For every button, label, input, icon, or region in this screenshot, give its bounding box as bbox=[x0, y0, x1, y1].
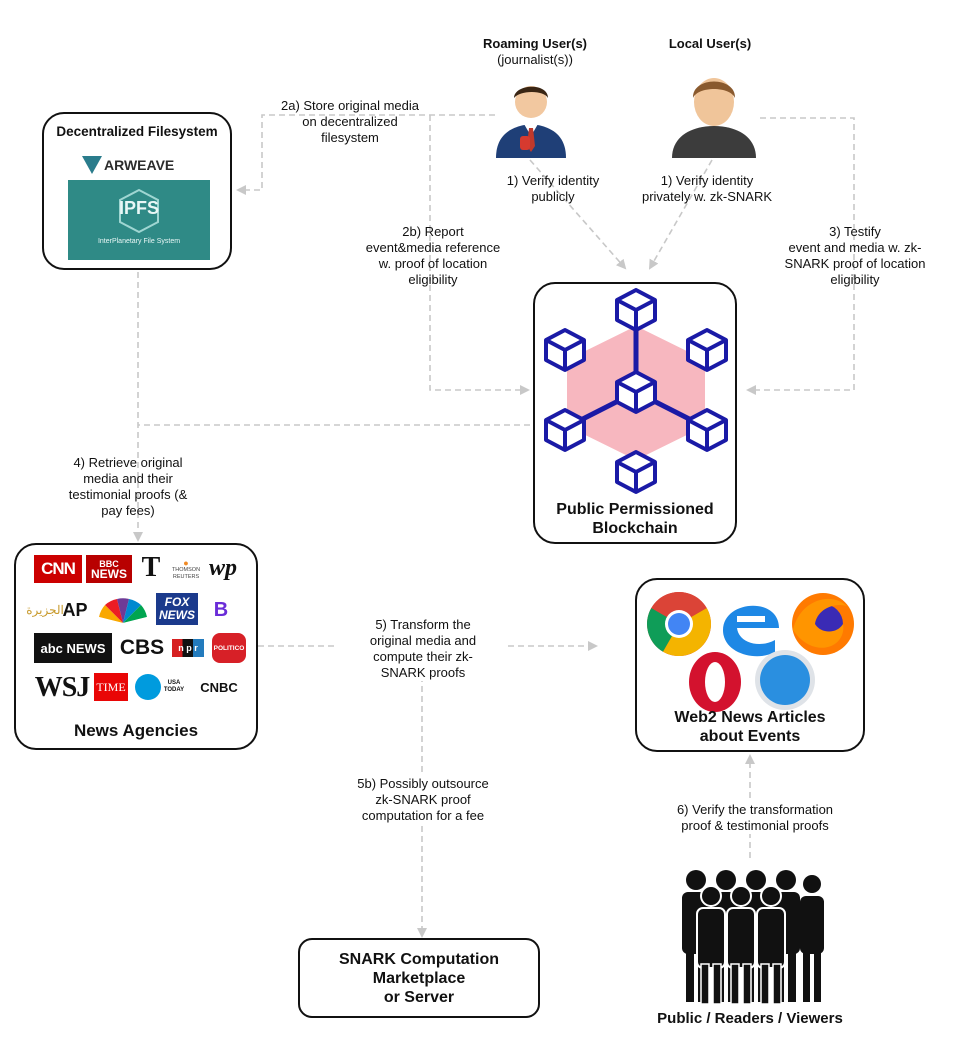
news-agencies-title: News Agencies bbox=[73, 721, 199, 740]
arrow-1a bbox=[529, 159, 627, 270]
ipfs-cube-icon bbox=[119, 188, 159, 234]
time-logo: TIME bbox=[94, 673, 128, 701]
edge-icon bbox=[723, 605, 779, 657]
npr-logo: n p r bbox=[172, 639, 204, 657]
chrome-icon bbox=[647, 592, 711, 656]
ipfs-logo: IPFS InterPlanetary File System bbox=[68, 180, 210, 260]
nbc-peacock-icon bbox=[98, 598, 148, 623]
crowd-people-icon bbox=[682, 870, 824, 1005]
cbs-logo: CBS bbox=[119, 636, 165, 659]
arweave-label: ARWEAVE bbox=[104, 157, 175, 173]
filesystem-box: Decentralized Filesystem ARWEAVE IPFS In… bbox=[42, 112, 232, 270]
roaming-user-title: Roaming User(s) bbox=[482, 36, 588, 51]
ipfs-caption: InterPlanetary File System bbox=[97, 238, 181, 245]
arrow-2a bbox=[236, 114, 495, 195]
arrow-2b bbox=[429, 115, 530, 395]
block-cube-icon bbox=[615, 370, 657, 414]
aljazeera-logo: الجزيرة bbox=[26, 603, 64, 617]
local-user-title: Local User(s) bbox=[668, 36, 752, 51]
arweave-logo-icon bbox=[82, 156, 102, 174]
nyt-logo: T bbox=[141, 552, 161, 583]
roaming-user-subtitle: (journalist(s)) bbox=[497, 52, 573, 67]
safari-icon bbox=[755, 650, 815, 710]
blaze-logo: B bbox=[213, 598, 229, 621]
washington-post-logo: wp bbox=[208, 554, 237, 581]
journalist-icon bbox=[496, 86, 566, 158]
browser-icons bbox=[647, 592, 854, 712]
arrow-1b bbox=[649, 159, 713, 270]
usa-today-dot-icon bbox=[135, 674, 161, 700]
opera-icon bbox=[689, 652, 741, 712]
cnn-logo: CNN bbox=[34, 555, 82, 583]
firefox-icon bbox=[792, 593, 854, 655]
abc-news-logo: abc NEWS bbox=[34, 633, 112, 663]
wsj-logo: WSJ bbox=[34, 672, 91, 703]
block-cube-icon bbox=[544, 328, 586, 372]
ipfs-label: IPFS bbox=[118, 198, 159, 218]
user-avatar-icon bbox=[672, 78, 756, 158]
block-cube-icon bbox=[615, 450, 657, 494]
filesystem-title: Decentralized Filesystem bbox=[56, 124, 218, 139]
politico-logo: POLITICO bbox=[212, 633, 246, 663]
public-readers-title: Public / Readers / Viewers bbox=[657, 1010, 843, 1027]
block-cube-icon bbox=[686, 408, 728, 452]
cnbc-logo: CNBC bbox=[200, 679, 238, 695]
block-cube-icon bbox=[686, 328, 728, 372]
arrow-3 bbox=[746, 117, 855, 395]
block-cube-icon bbox=[615, 288, 657, 332]
ap-logo: AP bbox=[62, 599, 88, 620]
blockchain-network-icon bbox=[544, 288, 728, 494]
block-cube-icon bbox=[544, 408, 586, 452]
